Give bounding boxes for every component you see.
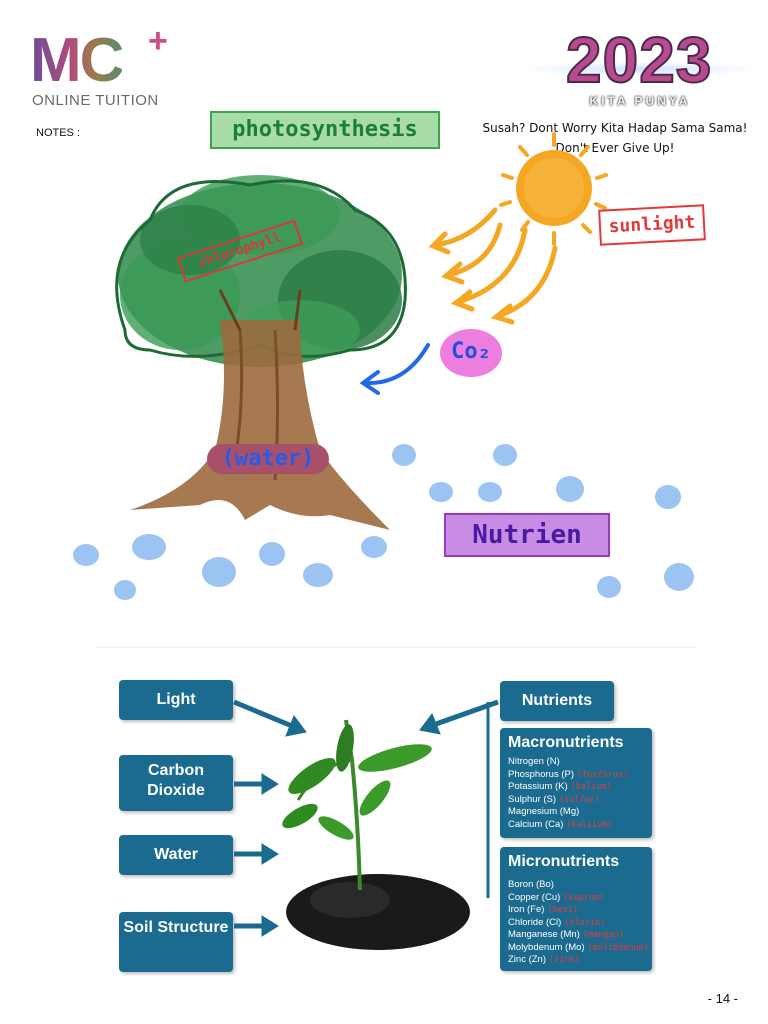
plant-seedling-icon	[282, 719, 470, 950]
micronutrients-list: Boron (Bo) Copper (Cu)(kuprum) Iron (Fe)…	[500, 879, 652, 967]
sunlight-label: sunlight	[598, 204, 706, 246]
nutrients-box: Nutrients	[500, 681, 614, 721]
macronutrients-panel: Macronutrients Nitrogen (N) Phosphorus (…	[500, 728, 652, 838]
list-item: Copper (Cu)(kuprum)	[508, 891, 605, 903]
tree-trunk	[130, 289, 390, 530]
photosynthesis-sketch	[73, 132, 694, 600]
water-box: Water	[119, 835, 233, 875]
list-item: Molybdenum (Mo)(molibdenum)	[508, 941, 649, 953]
page-number: - 14 -	[707, 991, 738, 1006]
notes-label: NOTES :	[36, 127, 81, 139]
soil-structure-box: Soil Structure	[119, 912, 233, 972]
list-item: Magnesium (Mg)	[508, 806, 580, 817]
water-drops	[73, 444, 694, 600]
carbon-dioxide-box: Carbon Dioxide	[119, 755, 233, 811]
co2-label: Co₂	[440, 329, 502, 377]
mc-logo: MC	[30, 26, 124, 95]
year-badge: 2023	[565, 24, 713, 96]
list-item: Chloride (Cl)(klorin)	[508, 916, 606, 928]
macronutrients-title: Macronutrients	[508, 734, 624, 751]
list-item: Iron (Fe)(besi)	[508, 904, 579, 915]
micronutrients-panel: Micronutrients Boron (Bo) Copper (Cu)(ku…	[500, 847, 652, 971]
list-item: Nitrogen (N)	[508, 756, 560, 767]
co2-arrow	[359, 343, 430, 395]
diagram-arrows	[233, 699, 499, 950]
micronutrients-title: Micronutrients	[508, 853, 620, 870]
list-item: Manganese (Mn)(mangan)	[508, 929, 624, 940]
sunlight-arrows	[428, 207, 558, 325]
tagline: Susah? Dont Worry Kita Hadap Sama Sama! …	[470, 118, 760, 158]
nutrien-label: Nutrien	[444, 513, 610, 557]
year-glow	[520, 62, 760, 76]
tagline-line-1: Susah? Dont Worry Kita Hadap Sama Sama!	[482, 121, 748, 135]
logo-subtitle: ONLINE TUITION	[32, 92, 159, 109]
year-subtitle: KITA PUNYA	[589, 94, 691, 108]
logo-plus: +	[148, 22, 168, 60]
list-item: Zinc (Zn)(zink)	[508, 954, 580, 965]
light-box: Light	[119, 680, 233, 720]
photosynthesis-title: photosynthesis	[210, 111, 440, 149]
list-item: Sulphur (S)(sulfur)	[508, 793, 601, 805]
list-item: Phosphorus (P)(fosforus)	[508, 768, 629, 780]
list-item: Calcium (Ca)(kalsium)	[508, 818, 613, 830]
water-label: (water)	[207, 444, 329, 474]
list-item: Potassium (K)(kalium)	[508, 781, 612, 792]
sun-icon	[499, 132, 608, 246]
macronutrients-list: Nitrogen (N) Phosphorus (P)(fosforus) Po…	[500, 756, 652, 831]
list-item: Boron (Bo)	[508, 879, 554, 890]
